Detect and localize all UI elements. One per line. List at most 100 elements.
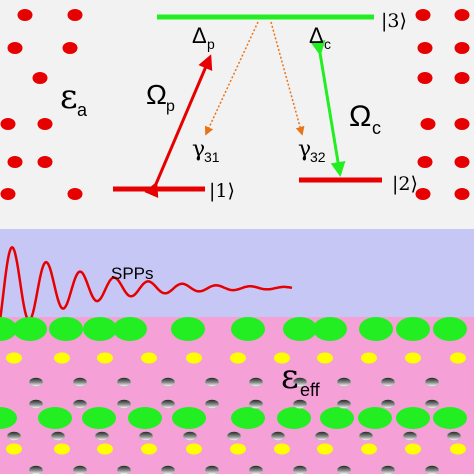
gray-void bbox=[116, 465, 132, 474]
gray-void bbox=[50, 431, 66, 441]
red-atom bbox=[417, 72, 433, 84]
red-atom bbox=[454, 72, 470, 84]
gray-void bbox=[292, 399, 308, 409]
red-atom bbox=[417, 156, 433, 168]
red-atom-dots bbox=[0, 9, 470, 200]
gray-void bbox=[160, 377, 176, 387]
gray-void bbox=[248, 399, 264, 409]
yellow-particle bbox=[274, 443, 290, 455]
level-1-label: |1⟩ bbox=[209, 180, 235, 202]
gray-void bbox=[380, 399, 396, 409]
yellow-particle bbox=[361, 352, 377, 364]
green-particle bbox=[38, 407, 72, 429]
gray-void bbox=[204, 465, 220, 474]
yellow-particle bbox=[317, 443, 333, 455]
svg-text:a: a bbox=[77, 100, 88, 120]
gamma-32-label: γ 32 bbox=[298, 137, 326, 165]
red-atom bbox=[7, 42, 23, 54]
gray-void bbox=[160, 399, 176, 409]
gray-void bbox=[270, 431, 286, 441]
gray-void bbox=[380, 465, 396, 474]
red-atom bbox=[62, 42, 78, 54]
svg-text:eff: eff bbox=[300, 380, 321, 400]
yellow-particle bbox=[186, 352, 202, 364]
red-atom bbox=[32, 72, 48, 84]
yellow-particle bbox=[450, 443, 466, 455]
yellow-particle bbox=[186, 443, 202, 455]
green-particle bbox=[82, 407, 116, 429]
red-atom bbox=[415, 9, 431, 21]
green-particle bbox=[13, 317, 47, 341]
red-atom bbox=[17, 9, 33, 21]
red-atom bbox=[415, 188, 431, 200]
omega-p-label: Ω p bbox=[146, 79, 175, 115]
gray-void bbox=[424, 465, 440, 474]
spp-wave bbox=[0, 245, 293, 322]
yellow-particle bbox=[317, 352, 333, 364]
green-particle bbox=[358, 407, 392, 429]
red-atom bbox=[454, 42, 470, 54]
svg-text:p: p bbox=[207, 36, 215, 52]
yellow-particle bbox=[6, 352, 22, 364]
red-atom bbox=[7, 156, 23, 168]
probe-transition-arrow bbox=[144, 54, 213, 198]
gray-void bbox=[336, 465, 352, 474]
gray-void bbox=[402, 431, 418, 441]
yellow-particle bbox=[361, 443, 377, 455]
green-particle bbox=[231, 407, 265, 429]
yellow-particle bbox=[141, 352, 157, 364]
gray-void bbox=[72, 377, 88, 387]
yellow-particle bbox=[6, 443, 22, 455]
red-atom bbox=[454, 156, 470, 168]
gray-void bbox=[28, 465, 44, 474]
composite-particles bbox=[0, 317, 467, 474]
delta-c-label: Δ c bbox=[309, 23, 331, 52]
yellow-particle bbox=[54, 443, 70, 455]
green-particle bbox=[313, 317, 347, 341]
svg-text:32: 32 bbox=[310, 149, 326, 165]
green-particle bbox=[0, 407, 17, 429]
green-particle bbox=[83, 317, 117, 341]
red-atom bbox=[37, 156, 53, 168]
coupling-transition-arrow bbox=[310, 39, 346, 177]
green-particle bbox=[231, 317, 265, 341]
gray-void bbox=[292, 377, 308, 387]
yellow-particle bbox=[230, 352, 246, 364]
gray-void bbox=[72, 399, 88, 409]
red-atom bbox=[0, 118, 16, 130]
yellow-particle bbox=[405, 352, 421, 364]
svg-text:31: 31 bbox=[204, 149, 220, 165]
gray-void bbox=[138, 431, 154, 441]
gray-void bbox=[424, 377, 440, 387]
green-particle bbox=[113, 317, 147, 341]
green-particle bbox=[277, 407, 311, 429]
yellow-particle bbox=[54, 352, 70, 364]
green-particle bbox=[128, 407, 162, 429]
red-atom bbox=[67, 9, 83, 21]
green-particle bbox=[49, 317, 83, 341]
yellow-particle bbox=[274, 352, 290, 364]
yellow-particle bbox=[97, 443, 113, 455]
gray-void bbox=[28, 377, 44, 387]
yellow-particle bbox=[230, 443, 246, 455]
svg-text:Ω: Ω bbox=[349, 100, 371, 133]
green-particle bbox=[172, 407, 206, 429]
svg-text:ε: ε bbox=[60, 77, 78, 117]
green-particle bbox=[396, 317, 430, 341]
gray-void bbox=[94, 431, 110, 441]
gray-void bbox=[380, 377, 396, 387]
gray-void bbox=[72, 465, 88, 474]
gray-void bbox=[292, 465, 308, 474]
svg-text:Δ: Δ bbox=[192, 23, 207, 48]
gray-void bbox=[116, 399, 132, 409]
gray-void bbox=[358, 431, 374, 441]
omega-c-label: Ω c bbox=[349, 100, 381, 138]
gray-void bbox=[336, 377, 352, 387]
green-particle bbox=[396, 407, 430, 429]
red-atom bbox=[417, 42, 433, 54]
green-particle bbox=[320, 407, 354, 429]
gray-void bbox=[204, 399, 220, 409]
svg-text:c: c bbox=[372, 118, 381, 138]
red-atom bbox=[454, 9, 470, 21]
